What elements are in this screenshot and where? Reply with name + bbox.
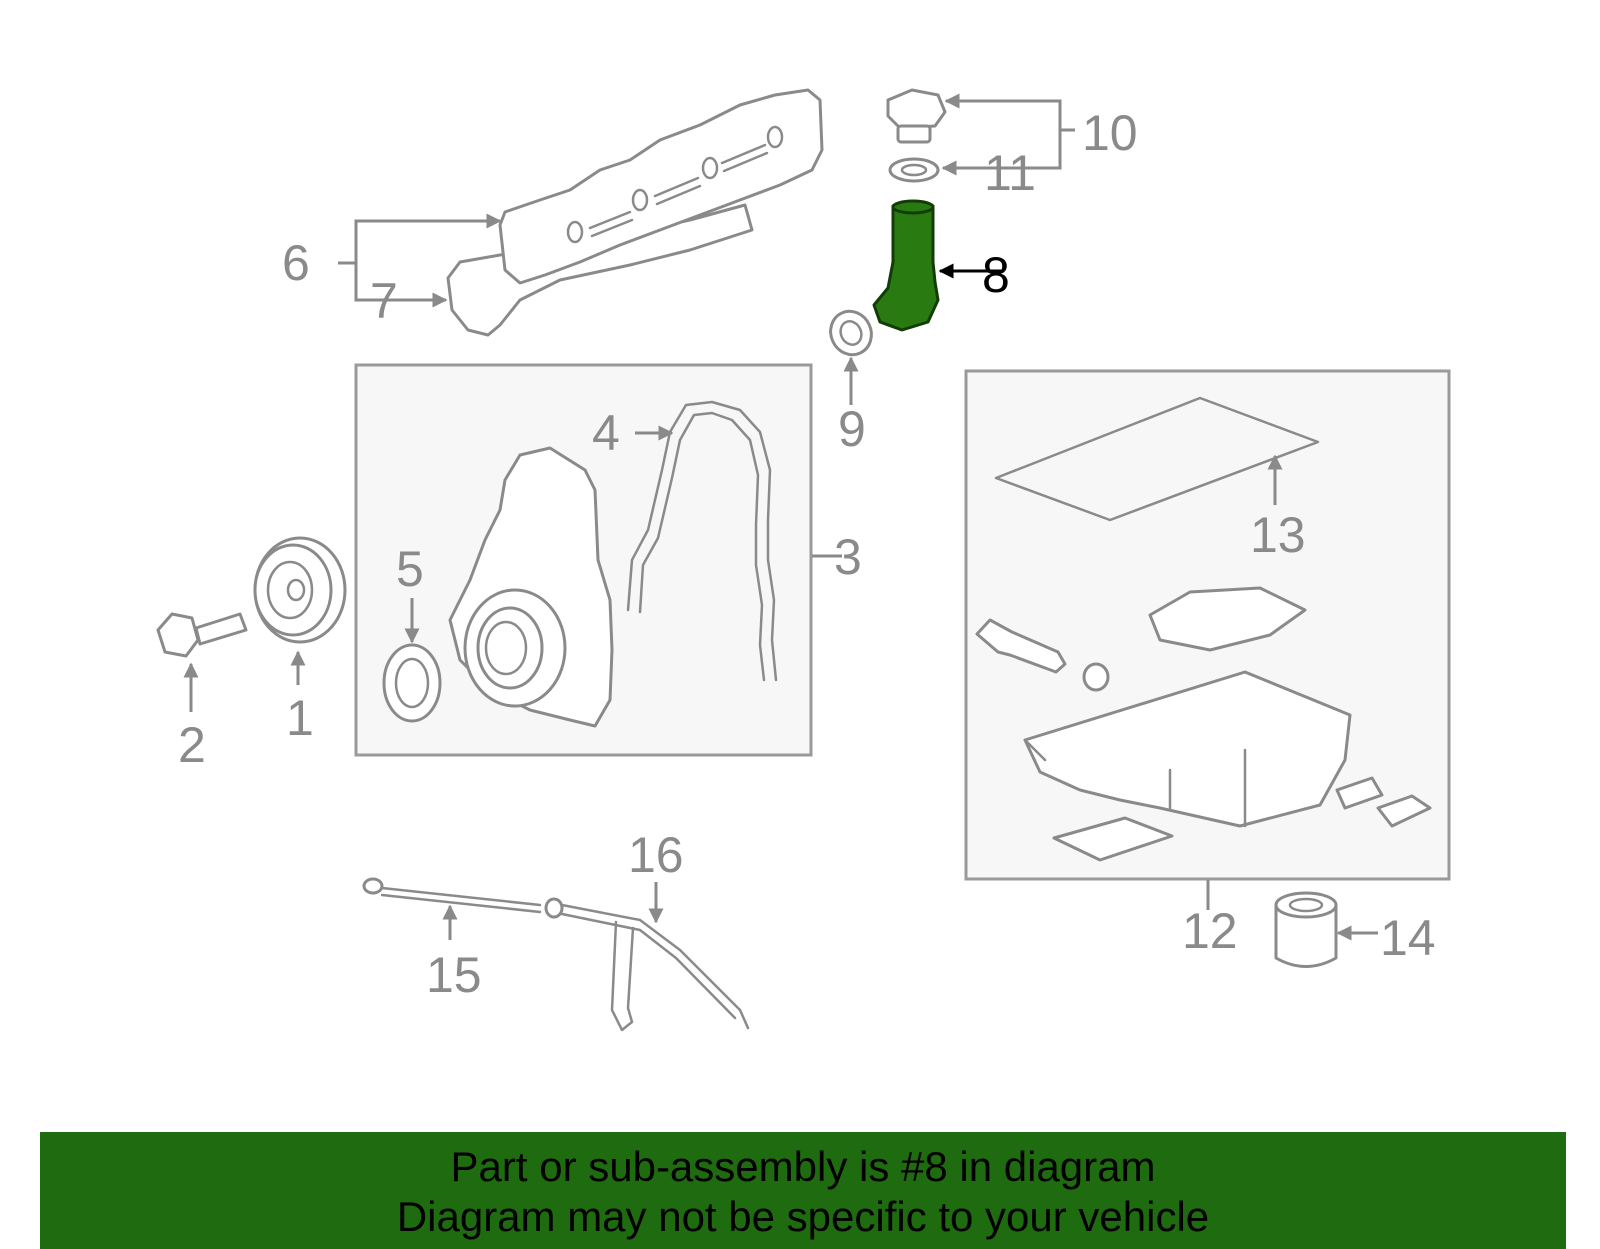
callout-9: 9	[838, 401, 866, 457]
leader-lines	[183, 93, 1378, 941]
oil-fill-tube-highlighted	[872, 199, 940, 332]
callout-12: 12	[1182, 903, 1238, 959]
callout-15: 15	[426, 947, 482, 1003]
callout-8: 8	[982, 247, 1010, 303]
oil-pan-cover-plate	[1052, 816, 1174, 862]
crankshaft-balancer	[253, 536, 347, 644]
oil-level-indicator-tube	[544, 897, 750, 1032]
oil-fill-cap-seal	[888, 157, 940, 183]
oil-filter	[1274, 891, 1338, 968]
valve-cover	[498, 88, 824, 285]
oil-fill-tube-seal	[829, 309, 873, 357]
oil-pump-pickup	[975, 618, 1110, 692]
callout-3: 3	[834, 529, 862, 585]
callout-14: 14	[1380, 910, 1436, 966]
oil-pan-gasket	[994, 396, 1320, 522]
oil-pan-baffle	[1148, 586, 1307, 652]
front-crankshaft-seal	[382, 643, 442, 723]
engine-front-cover	[448, 446, 614, 728]
callout-6: 6	[282, 235, 310, 291]
oil-pan	[1023, 670, 1352, 828]
callout-16: 16	[628, 827, 684, 883]
oil-fill-cap	[886, 88, 947, 144]
balancer-bolt	[156, 612, 248, 658]
callout-1: 1	[286, 690, 314, 746]
callout-2: 2	[178, 717, 206, 773]
banner-part-note: Part or sub-assembly is #8 in diagram	[450, 1143, 1156, 1190]
callout-7: 7	[370, 273, 398, 329]
callout-5: 5	[396, 541, 424, 597]
oil-pan-clip-a	[1335, 776, 1384, 810]
front-cover-gasket	[626, 400, 778, 682]
callout-10: 10	[1082, 105, 1138, 161]
banner-disclaimer: Diagram may not be specific to your vehi…	[396, 1193, 1210, 1240]
callout-11: 11	[984, 145, 1036, 201]
callout-4: 4	[592, 405, 620, 461]
info-banner: Part or sub-assembly is #8 in diagram Di…	[40, 1132, 1566, 1249]
callout-13: 13	[1250, 507, 1306, 563]
oil-level-indicator	[362, 877, 542, 914]
oil-pan-clip-b	[1376, 794, 1432, 828]
